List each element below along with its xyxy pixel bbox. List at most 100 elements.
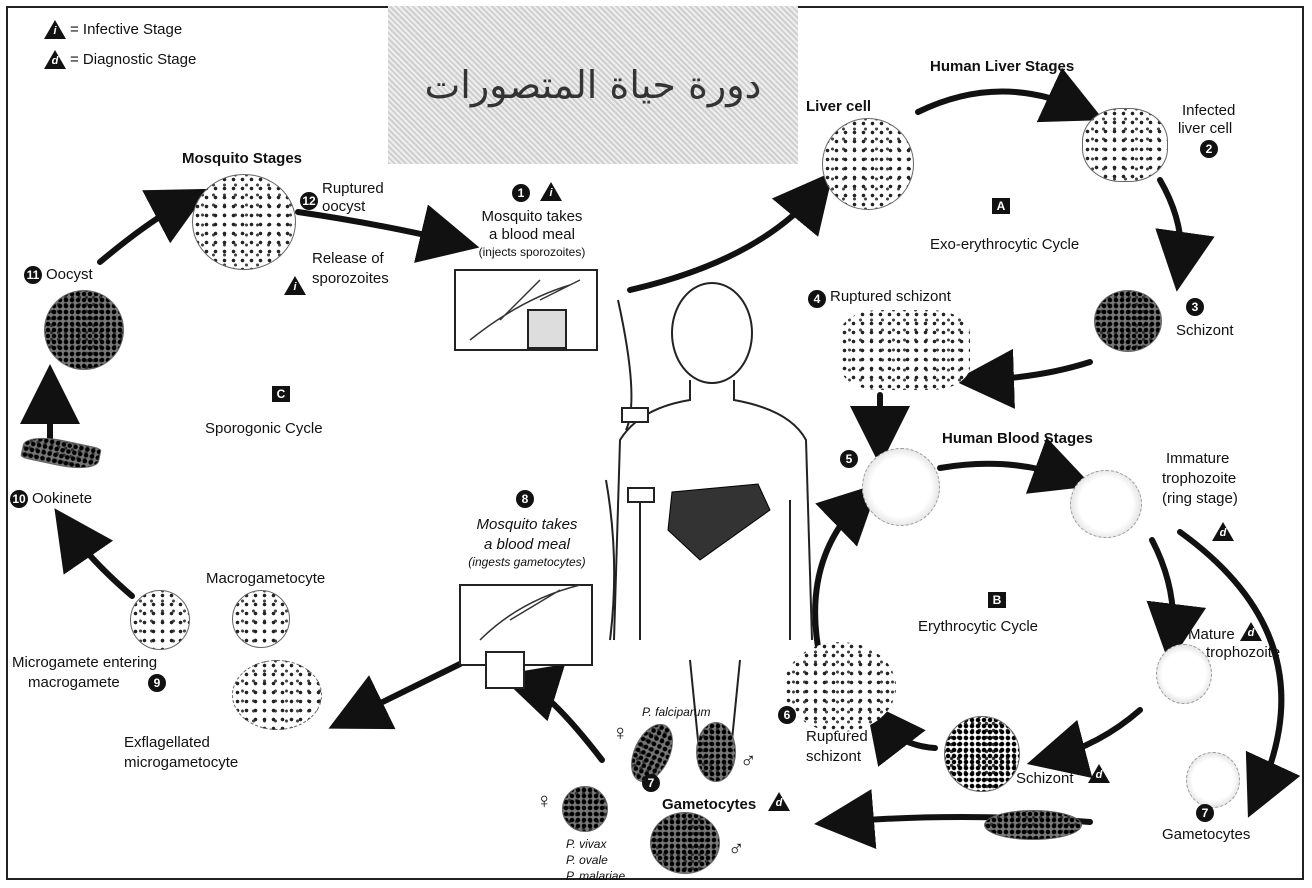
label-mosquito-takes-8a: Mosquito takes	[452, 516, 602, 533]
stage-number-4: 4	[808, 290, 826, 308]
stage-number-6: 6	[778, 706, 796, 724]
label-ruptured-oocyst-2: oocyst	[322, 198, 365, 215]
stage-number-7-right: 7	[1196, 804, 1214, 822]
stage-number-12: 12	[300, 192, 318, 210]
label-exflagellated-2: microgametocyte	[124, 754, 238, 771]
label-mature-2: trophozoite	[1206, 644, 1280, 661]
arrow-mature-to-schizont	[1050, 710, 1140, 758]
label-infected-2: liver cell	[1178, 120, 1232, 137]
label-gametocytes-center: Gametocytes	[662, 796, 756, 813]
label-p-vivax: P. vivax	[566, 836, 606, 853]
arrow-ring-to-mature	[1152, 540, 1173, 640]
label-immature-3: (ring stage)	[1162, 490, 1238, 507]
ring-stage-cell	[1070, 470, 1142, 538]
label-gametocytes-right: Gametocytes	[1162, 826, 1250, 843]
diagnostic-stage-marker-mature: d	[1240, 622, 1262, 641]
label-schizont-blood: Schizont	[1016, 770, 1074, 787]
vivax-female-gametocyte	[562, 786, 608, 832]
label-schizont-liver: Schizont	[1176, 322, 1234, 339]
arrow-liver-to-infected	[918, 91, 1082, 112]
male-symbol-2: ♂	[728, 840, 745, 857]
label-exflagellated-1: Exflagellated	[124, 734, 210, 751]
cycle-letter-a: A	[992, 198, 1010, 214]
label-ruptured-blood-1: Ruptured	[806, 728, 868, 745]
label-ruptured-schizont-liver: Ruptured schizont	[830, 288, 951, 305]
exo-erythrocytic-cycle: Exo-erythrocytic Cycle	[930, 236, 1079, 253]
label-ookinete: Ookinete	[32, 490, 92, 507]
arrow-mosquito-to-liver	[630, 190, 818, 290]
cycle-letter-c: C	[272, 386, 290, 402]
stage-number-5: 5	[840, 450, 858, 468]
label-mosquito-takes-1a: Mosquito takes	[462, 208, 602, 225]
cycle-letter-b: B	[988, 592, 1006, 608]
arrow-schizont-to-ruptured-blood	[880, 720, 935, 748]
label-microgamete-1: Microgamete entering	[12, 654, 157, 671]
label-p-malariae: P. malariae	[566, 868, 625, 885]
oocyst	[44, 290, 124, 370]
arrow-infected-to-schizont	[1160, 180, 1181, 268]
exflagellated-microgametocyte	[232, 660, 322, 730]
label-p-ovale: P. ovale	[566, 852, 608, 869]
arrow-microgamete-to-ookinete	[68, 528, 132, 596]
label-p-falciparum: P. falciparum	[642, 704, 710, 721]
label-immature-1: Immature	[1166, 450, 1229, 467]
label-mosquito-takes-1b: a blood meal	[462, 226, 602, 243]
label-infected-1: Infected	[1182, 102, 1235, 119]
red-blood-cell	[862, 448, 940, 526]
ruptured-liver-schizont	[840, 310, 970, 390]
label-release-2: sporozoites	[312, 270, 389, 287]
stage-number-2: 2	[1200, 140, 1218, 158]
falciparum-male-gametocyte	[696, 722, 736, 782]
label-microgamete-2: macrogamete	[28, 674, 120, 691]
vivax-male-gametocyte	[650, 812, 720, 874]
label-oocyst: Oocyst	[46, 266, 93, 283]
stage-number-3: 3	[1186, 298, 1204, 316]
label-ruptured-oocyst-1: Ruptured	[322, 180, 384, 197]
female-symbol-2: ♀	[536, 792, 553, 809]
arrow-ruptured-to-rbc	[815, 500, 862, 658]
heading-mosquito-stages: Mosquito Stages	[182, 150, 302, 167]
ruptured-oocyst	[192, 174, 296, 270]
heading-human-blood-stages: Human Blood Stages	[942, 430, 1093, 447]
infective-stage-marker-2: i	[284, 276, 306, 295]
arrow-schizont-to-ruptured	[978, 362, 1090, 380]
label-macrogametocyte: Macrogametocyte	[206, 570, 325, 587]
infected-liver-cell	[1082, 108, 1168, 182]
heading-human-liver-stages: Human Liver Stages	[930, 58, 1074, 75]
stage-number-11: 11	[24, 266, 42, 284]
elongated-gametocyte	[984, 810, 1082, 840]
label-ruptured-blood-2: schizont	[806, 748, 861, 765]
liver-organ	[668, 484, 770, 560]
diagnostic-stage-marker-gametocytes: d	[768, 792, 790, 811]
infective-stage-marker-1: i	[540, 182, 562, 201]
microgamete-cell	[130, 590, 190, 650]
label-immature-2: trophozoite	[1162, 470, 1236, 487]
arrow-oocyst-to-ruptured	[100, 200, 188, 262]
liver-cell	[822, 118, 914, 210]
mature-trophozoite-cell	[1156, 644, 1212, 704]
ruptured-blood-schizont	[784, 642, 896, 732]
arrow-gametocytes-to-mosquito	[522, 682, 602, 760]
liver-schizont	[1094, 290, 1162, 352]
diagnostic-stage-marker-schizont: d	[1088, 764, 1110, 783]
arrow-mosquito-to-exflagellated	[350, 664, 460, 718]
stage-number-10: 10	[10, 490, 28, 508]
label-mosquito-takes-8b: a blood meal	[452, 536, 602, 553]
stage-number-8: 8	[516, 490, 534, 508]
diagnostic-stage-marker-ring: d	[1212, 522, 1234, 541]
stage-number-7-center: 7	[642, 774, 660, 792]
arrow-rbc-to-ring	[940, 464, 1070, 478]
label-release-1: Release of	[312, 250, 384, 267]
female-symbol-1: ♀	[612, 724, 629, 741]
label-liver-cell: Liver cell	[806, 98, 871, 115]
label-mosquito-takes-8c: (ingests gametocytes)	[442, 554, 612, 571]
macrogametocyte	[232, 590, 290, 648]
stage-number-9: 9	[148, 674, 166, 692]
stage-number-1: 1	[512, 184, 530, 202]
label-mature-1: Mature	[1188, 626, 1235, 643]
label-mosquito-takes-1c: (injects sporozoites)	[452, 244, 612, 261]
gametocyte-cell-right	[1186, 752, 1240, 808]
arrow-ruptured-to-mosquito	[298, 212, 456, 242]
sporogonic-cycle: Sporogonic Cycle	[205, 420, 323, 437]
